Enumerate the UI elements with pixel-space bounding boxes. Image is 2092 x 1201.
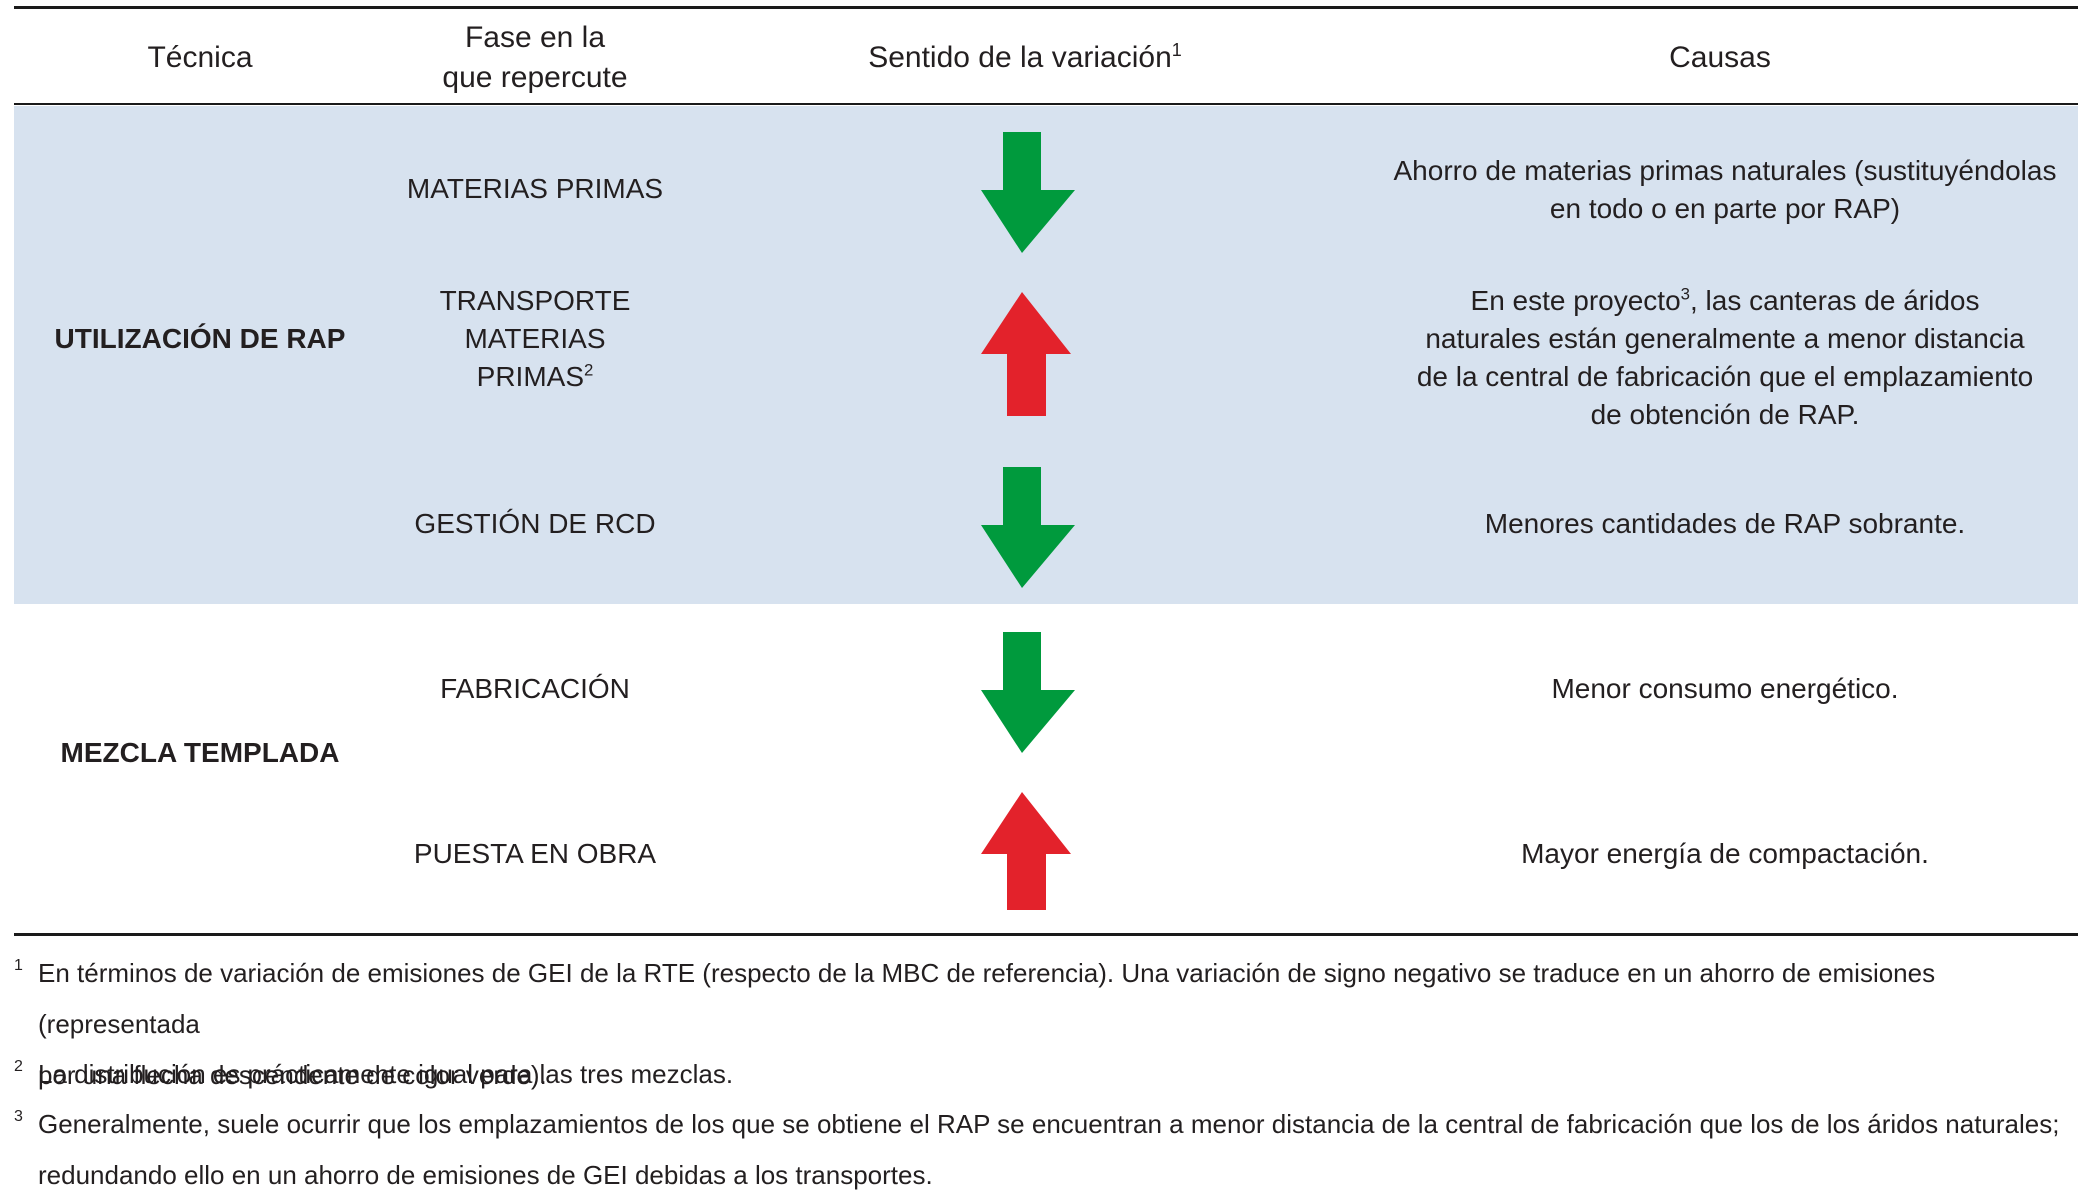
header-sentido-label: Sentido de la variación xyxy=(868,41,1172,74)
causa-materias-primas-line1: Ahorro de materias primas naturales (sus… xyxy=(1393,155,2057,186)
footnote-3-number: 3 xyxy=(14,1108,23,1125)
causa-transporte-line4: de obtención de RAP. xyxy=(1590,399,1860,430)
arrow-up-icon xyxy=(981,792,1071,910)
arrow-down-icon xyxy=(981,132,1075,253)
fase-transporte-line3: PRIMAS2 xyxy=(380,358,690,396)
causa-fabricacion: Menor consumo energético. xyxy=(1551,673,1899,704)
causa-transporte-line1-b: , las canteras de áridos xyxy=(1689,285,1980,316)
header-causas: Causas xyxy=(1669,41,1771,74)
header-bottom-rule xyxy=(14,103,2078,105)
causa-transporte-line3: de la central de fabricación que el empl… xyxy=(1416,361,2034,392)
table-bottom-rule xyxy=(14,933,2078,936)
causa-transporte-line1: En este proyecto3, las canteras de árido… xyxy=(1370,282,2080,320)
header-sentido-footnote-ref: 1 xyxy=(1171,40,1182,60)
header-sentido: Sentido de la variación1 xyxy=(800,38,1250,78)
footnote-2-line1: La distribución es prácticamente igual p… xyxy=(38,1059,734,1089)
footnote-3-line2: redundando ello en un ahorro de emisione… xyxy=(38,1160,933,1190)
causa-transporte-line2: naturales están generalmente a menor dis… xyxy=(1425,323,2025,354)
fase-transporte-footnote-ref: 2 xyxy=(584,360,594,380)
footnote-1-line2: por una flecha descendente de color verd… xyxy=(38,1060,547,1090)
causa-transporte-footnote-ref: 3 xyxy=(1680,284,1690,304)
causa-transporte-line1-a: En este proyecto xyxy=(1470,285,1681,316)
arrow-up-icon xyxy=(981,292,1071,416)
header-tecnica: Técnica xyxy=(147,41,253,74)
tecnica-mezcla-templada: MEZCLA TEMPLADA xyxy=(60,737,340,768)
footnote-2-number: 2 xyxy=(14,1058,23,1075)
header-fase: Fase en la que repercute xyxy=(390,18,680,98)
fase-materias-primas: MATERIAS PRIMAS xyxy=(406,173,664,204)
footnote-3-line1: Generalmente, suele ocurrir que los empl… xyxy=(38,1109,2060,1139)
causa-puesta-en-obra: Mayor energía de compactación. xyxy=(1521,838,1929,869)
fase-transporte-materias-primas: TRANSPORTE MATERIAS PRIMAS2 xyxy=(380,282,690,396)
tecnica-utilizacion-rap: UTILIZACIÓN DE RAP xyxy=(54,323,346,354)
fase-puesta-en-obra: PUESTA EN OBRA xyxy=(413,838,657,869)
header-fase-line1: Fase en la xyxy=(464,21,606,54)
causa-gestion-rcd: Menores cantidades de RAP sobrante. xyxy=(1484,508,1966,539)
fase-transporte-line2: MATERIAS xyxy=(464,323,606,354)
fase-transporte-line1: TRANSPORTE xyxy=(439,285,631,316)
fase-fabricacion: FABRICACIÓN xyxy=(440,673,630,704)
causa-materias-primas-line2: en todo o en parte por RAP) xyxy=(1549,193,1901,224)
causa-materias-primas: Ahorro de materias primas naturales (sus… xyxy=(1370,152,2080,228)
footnote-1: 1 En términos de variación de emisiones … xyxy=(14,948,2084,1101)
footnote-1-number: 1 xyxy=(14,957,23,974)
footnote-1-line1: En términos de variación de emisiones de… xyxy=(38,958,1936,1039)
fase-transporte-line3-text: PRIMAS xyxy=(476,361,584,392)
causa-transporte: En este proyecto3, las canteras de árido… xyxy=(1370,282,2080,434)
footnote-2: 2 La distribución es prácticamente igual… xyxy=(14,1049,2084,1100)
table-top-rule xyxy=(14,6,2078,9)
footnote-3: 3 Generalmente, suele ocurrir que los em… xyxy=(14,1099,2084,1201)
fase-gestion-rcd: GESTIÓN DE RCD xyxy=(414,508,656,539)
header-fase-line2: que repercute xyxy=(442,61,628,94)
arrow-down-icon xyxy=(981,632,1075,753)
arrow-down-icon xyxy=(981,467,1075,588)
